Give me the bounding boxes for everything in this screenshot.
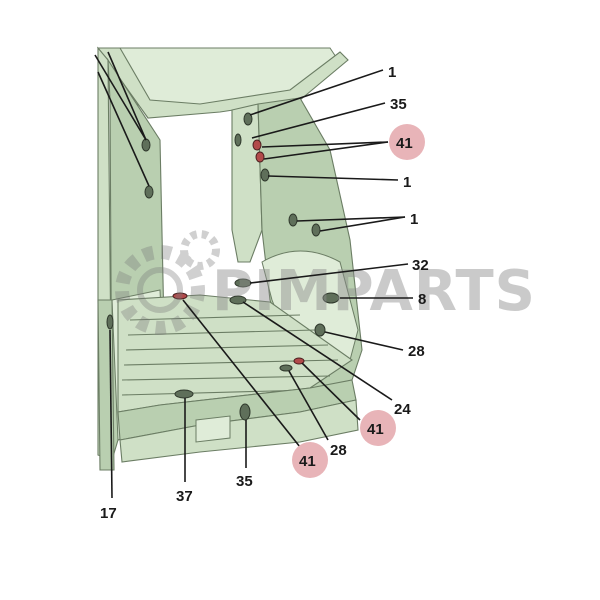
rear-bumper-face [119,399,359,463]
leader-lines [94,51,413,499]
highlight-41-upper [389,124,425,160]
highlight-41-bottom [292,442,328,478]
plugs [106,112,340,421]
watermark: PIMPARTS [115,230,536,335]
plug-37 [174,389,194,399]
callout-8: 8 [418,291,426,308]
callout-1-lower: 1 [410,211,418,228]
callout-41-bottom: 41 [299,453,316,470]
callout-41-upper: 41 [396,135,413,152]
plug-1-pillar-mid [260,168,270,182]
plug-1-pillar-side [234,133,242,147]
callout-highlights [292,124,425,478]
right-b-pillar [231,103,263,263]
plug-28-wheelarch [314,323,326,337]
callout-labels: 1 35 41 1 1 32 8 28 24 41 28 41 35 37 17 [100,64,429,522]
callout-24: 24 [394,401,411,418]
callout-1-mid: 1 [403,174,411,191]
plug-1-left-upper [141,138,151,152]
plug-28-floor [279,364,293,372]
plug-1-left-lower [144,185,154,199]
callout-37: 37 [176,488,193,505]
callout-17: 17 [100,505,117,522]
callout-32: 32 [412,257,429,274]
callout-1-top: 1 [388,64,396,81]
plug-8 [322,292,340,304]
plug-41-pillar-upper [252,139,262,151]
plug-1-wall-a [288,213,298,227]
callout-28-lower: 28 [330,442,347,459]
callout-28-right: 28 [408,343,425,360]
callout-35-top: 35 [390,96,407,113]
plug-35-pillar [243,112,253,126]
callout-41-lower-right: 41 [367,421,384,438]
gear-icon [115,230,220,335]
plug-1-wall-b [311,223,321,237]
plug-41-floor-right [293,357,305,365]
plug-41-floor-left [172,292,188,300]
plug-17 [106,314,114,330]
highlight-41-lower-right [360,410,396,446]
plug-35-bumper [239,403,251,421]
watermark-text: PIMPARTS [212,259,536,324]
callout-35-bottom: 35 [236,473,253,490]
rear-tow-bracket [195,415,231,443]
floor-ribs [121,314,339,396]
plug-24 [229,295,247,305]
plug-41-pillar-lower [255,151,265,163]
